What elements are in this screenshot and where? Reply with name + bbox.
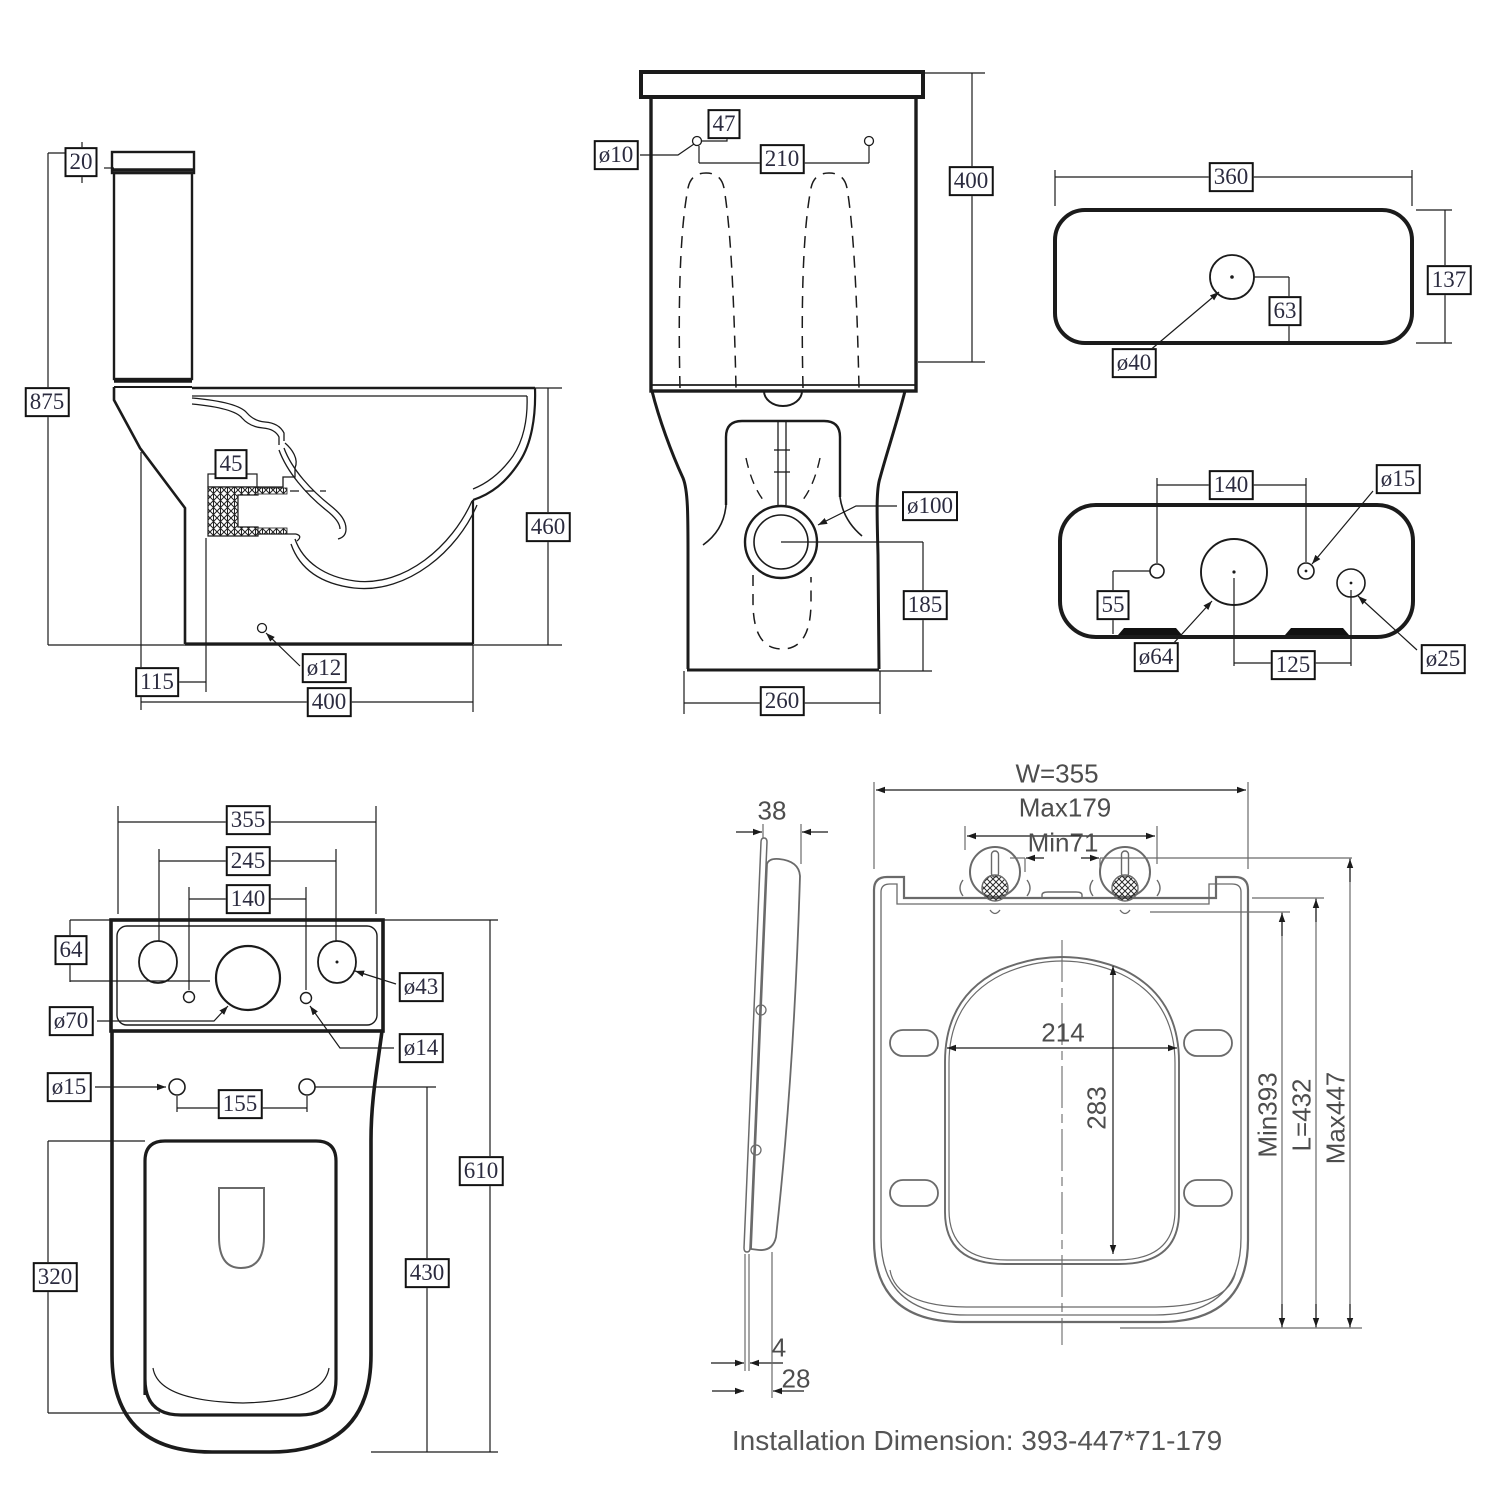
dim-label-lid-edge: 4 — [771, 1332, 787, 1363]
dim-label-hole-d70: ø70 — [48, 1006, 94, 1036]
dim-label-opening-depth: 283 — [1081, 1086, 1112, 1130]
dim-label-drain-hole: ø12 — [301, 653, 347, 683]
dim-label-tank-height: 400 — [948, 166, 994, 196]
dim-label-seat-hole-spacing: 155 — [217, 1089, 263, 1119]
seat-view-drawing — [711, 782, 1362, 1398]
dim-label-seat-hole-d15: ø15 — [46, 1072, 92, 1102]
lid-top-view-drawing — [1053, 170, 1452, 353]
dim-label-bolt-spacing: 140 — [1208, 470, 1254, 500]
dim-label-lid-width: 360 — [1208, 162, 1254, 192]
dim-label-inlet-hole: ø25 — [1420, 644, 1466, 674]
dim-label-total-depth: 610 — [458, 1156, 504, 1186]
dim-label-hole-spacing: 210 — [759, 144, 805, 174]
dim-label-rim-height: 460 — [525, 512, 571, 542]
dim-label-hole-d14: ø14 — [398, 1033, 444, 1063]
dim-label-total-height: 875 — [24, 387, 70, 417]
front-view-drawing — [639, 70, 985, 714]
dim-label-lid-thickness: 20 — [64, 147, 98, 177]
dim-label-hole-spacing-140: 140 — [225, 884, 271, 914]
dim-label-opening-length: 320 — [32, 1262, 78, 1292]
dim-label-bowl-depth: 430 — [404, 1258, 450, 1288]
dim-label-spud: 45 — [214, 449, 248, 479]
tank-bottom-view-drawing — [1058, 478, 1418, 666]
top-view-drawing — [47, 806, 498, 1454]
dim-label-outlet-height: 185 — [902, 590, 948, 620]
dim-label-hinge-max: Max179 — [1018, 792, 1112, 823]
dim-label-inlet-spacing: 125 — [1270, 650, 1316, 680]
dim-label-button-hole: ø40 — [1111, 348, 1157, 378]
side-view-drawing — [47, 142, 562, 712]
dim-label-seat-width: W=355 — [1015, 758, 1099, 789]
dim-label-flush-hole: ø64 — [1133, 642, 1179, 672]
dim-label-base-width: 260 — [759, 686, 805, 716]
dim-label-button-offset: 63 — [1268, 296, 1302, 326]
dim-label-drain-offset: 115 — [135, 667, 179, 697]
dim-label-hole-d10: ø10 — [593, 140, 639, 170]
dim-label-seat-edge: 28 — [781, 1363, 811, 1394]
dim-label-edge-offset-55: 55 — [1096, 590, 1130, 620]
dim-label-hole-d43: ø43 — [398, 972, 444, 1002]
dim-label-base-depth: 400 — [306, 687, 352, 717]
dim-label-seat-thickness: 38 — [757, 795, 787, 826]
installation-dimension-caption: Installation Dimension: 393-447*71-179 — [731, 1425, 1223, 1456]
dim-label-edge-offset-64: 64 — [54, 935, 88, 965]
dim-label-hinge-min: Min71 — [1027, 827, 1099, 858]
dim-label-hole-d15: ø15 — [1375, 464, 1421, 494]
dim-label-lid-height: 47 — [707, 109, 741, 139]
dim-label-opening-width: 214 — [1041, 1017, 1085, 1048]
dim-label-tank-width: 355 — [225, 805, 271, 835]
dim-label-lid-depth: 137 — [1426, 265, 1472, 295]
dim-label-length: L=432 — [1286, 1078, 1317, 1152]
dim-label-length-min: Min393 — [1252, 1072, 1283, 1158]
dim-label-length-max: Max447 — [1320, 1071, 1351, 1165]
dim-label-circle-spacing: 245 — [225, 846, 271, 876]
dim-label-outlet-d100: ø100 — [902, 491, 958, 521]
